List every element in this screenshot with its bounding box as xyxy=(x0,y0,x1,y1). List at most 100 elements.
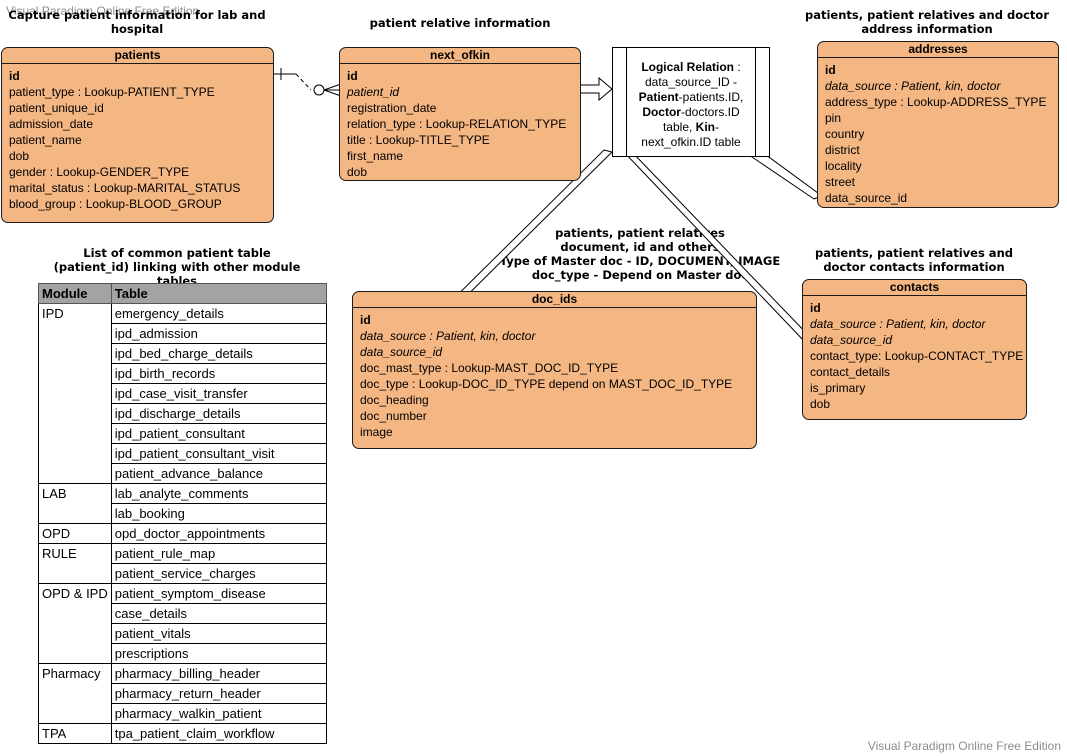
table-row: prescriptions xyxy=(38,643,328,664)
doc-ids-caption-4: doc_type - Depend on Master doc xyxy=(531,268,749,282)
entity-field: dob xyxy=(9,149,30,163)
doc-ids-caption-2: document, id and others xyxy=(560,240,720,254)
entity-field: admission_date xyxy=(9,117,94,131)
table-row: ipd_admission xyxy=(38,323,328,344)
table-cell: ipd_patient_consultant xyxy=(110,423,328,444)
module-cell: OPD & IPD xyxy=(38,583,112,604)
table-cell: pharmacy_walkin_patient xyxy=(110,703,328,724)
table-cell: ipd_bed_charge_details xyxy=(110,343,328,364)
entity-field: patient_id xyxy=(347,85,400,99)
doc-ids-title: doc_ids xyxy=(353,292,756,308)
entity-field: image xyxy=(360,425,393,439)
module-cell xyxy=(38,683,112,704)
table-row: patient_vitals xyxy=(38,623,328,644)
logical-relation-note: Logical Relation : data_source_ID - Pati… xyxy=(612,47,770,157)
link-logical-addresses xyxy=(751,151,824,200)
table-cell: ipd_case_visit_transfer xyxy=(110,383,328,404)
entity-field: id xyxy=(360,313,371,327)
module-cell xyxy=(38,503,112,524)
entity-field: gender : Lookup-GENDER_TYPE xyxy=(9,165,190,179)
entity-field: is_primary xyxy=(810,381,866,395)
table-cell: tpa_patient_claim_workflow xyxy=(110,723,328,744)
module-cell: OPD xyxy=(38,523,112,544)
entity-field: first_name xyxy=(347,149,404,163)
table-cell: patient_vitals xyxy=(110,623,328,644)
module-cell xyxy=(38,463,112,484)
table-cell: ipd_admission xyxy=(110,323,328,344)
entity-field: data_source : Patient, kin, doctor xyxy=(360,329,536,343)
table-cell: pharmacy_billing_header xyxy=(110,663,328,684)
entity-field: country xyxy=(825,127,865,141)
patients-entity[interactable]: patients id patient_type : Lookup-PATIEN… xyxy=(1,47,274,223)
entity-field: marital_status : Lookup-MARITAL_STATUS xyxy=(9,181,241,195)
entity-field: id xyxy=(810,301,821,315)
logical-relation-line5: next_ofkin.ID table xyxy=(641,135,741,149)
table-row: pharmacy_return_header xyxy=(38,683,328,704)
table-row: case_details xyxy=(38,603,328,624)
entity-field: locality xyxy=(825,159,862,173)
entity-field: data_source_id xyxy=(360,345,443,359)
entity-field: data_source : Patient, kin, doctor xyxy=(825,79,1001,93)
module-cell xyxy=(38,323,112,344)
module-cell xyxy=(38,623,112,644)
logical-relation-patient: Patient xyxy=(638,90,679,104)
watermark-top: Visual Paradigm Online Free Edition xyxy=(6,4,200,18)
entity-field: doc_type : Lookup-DOC_ID_TYPE depend on … xyxy=(360,377,733,391)
doc-ids-entity[interactable]: doc_ids id data_source : Patient, kin, d… xyxy=(352,291,757,449)
table-cell: ipd_discharge_details xyxy=(110,403,328,424)
addresses-entity[interactable]: addresses id data_source : Patient, kin,… xyxy=(817,41,1059,208)
next-ofkin-entity[interactable]: next_ofkin id patient_id registration_da… xyxy=(339,47,581,181)
table-row: lab_booking xyxy=(38,503,328,524)
module-cell xyxy=(38,363,112,384)
module-cell: LAB xyxy=(38,483,112,504)
addresses-caption: patients, patient relatives and doctor a… xyxy=(804,8,1049,36)
entity-field: patient_unique_id xyxy=(9,101,104,115)
logical-relation-doctor: Doctor xyxy=(642,105,681,119)
module-cell xyxy=(38,643,112,664)
logical-relation-line1: data_source_ID - xyxy=(644,75,738,89)
entity-field: district xyxy=(825,143,860,157)
contacts-entity[interactable]: contacts id data_source : Patient, kin, … xyxy=(802,279,1027,420)
entity-field: dob xyxy=(347,165,368,179)
next-ofkin-title: next_ofkin xyxy=(340,48,580,64)
module-cell xyxy=(38,343,112,364)
table-row: ipd_patient_consultant xyxy=(38,423,328,444)
entity-field: doc_number xyxy=(360,409,427,423)
logical-relation-title: Logical Relation xyxy=(641,60,734,74)
table-cell: lab_booking xyxy=(110,503,328,524)
module-cell: Pharmacy xyxy=(38,663,112,684)
entity-field: data_source_id xyxy=(810,333,893,347)
note-right-bar xyxy=(755,48,769,156)
entity-field: patient_type : Lookup-PATIENT_TYPE xyxy=(9,85,215,99)
doc-ids-caption-3: Type of Master doc - ID, DOCUMENT, IMAGE xyxy=(499,254,781,268)
table-cell: patient_service_charges xyxy=(110,563,328,584)
contacts-caption: patients, patient relatives and doctor c… xyxy=(815,246,1013,274)
module-cell xyxy=(38,603,112,624)
table-cell: pharmacy_return_header xyxy=(110,683,328,704)
entity-field: address_type : Lookup-ADDRESS_TYPE xyxy=(825,95,1047,109)
entity-field: doc_heading xyxy=(360,393,429,407)
entity-field: contact_details xyxy=(810,365,891,379)
table-cell: ipd_patient_consultant_visit xyxy=(110,443,328,464)
entity-field: patient_name xyxy=(9,133,82,147)
entity-field: blood_group : Lookup-BLOOD_GROUP xyxy=(9,197,222,211)
table-row: ipd_discharge_details xyxy=(38,403,328,424)
table-cell: opd_doctor_appointments xyxy=(110,523,328,544)
contacts-title: contacts xyxy=(803,280,1026,296)
logical-relation-kin: Kin xyxy=(695,120,716,134)
watermark-bottom: Visual Paradigm Online Free Edition xyxy=(867,739,1061,753)
table-header: Table xyxy=(110,283,328,304)
entity-field: title : Lookup-TITLE_TYPE xyxy=(347,133,490,147)
doc-ids-caption-1: patients, patient relatives xyxy=(555,226,725,240)
table-cell: ipd_birth_records xyxy=(110,363,328,384)
table-row: ipd_birth_records xyxy=(38,363,328,384)
table-cell: patient_rule_map xyxy=(110,543,328,564)
table-row: ipd_patient_consultant_visit xyxy=(38,443,328,464)
entity-field: id xyxy=(9,69,20,83)
table-cell: prescriptions xyxy=(110,643,328,664)
entity-field: street xyxy=(825,175,856,189)
table-row: patient_service_charges xyxy=(38,563,328,584)
table-cell: case_details xyxy=(110,603,328,624)
entity-field: registration_date xyxy=(347,101,437,115)
